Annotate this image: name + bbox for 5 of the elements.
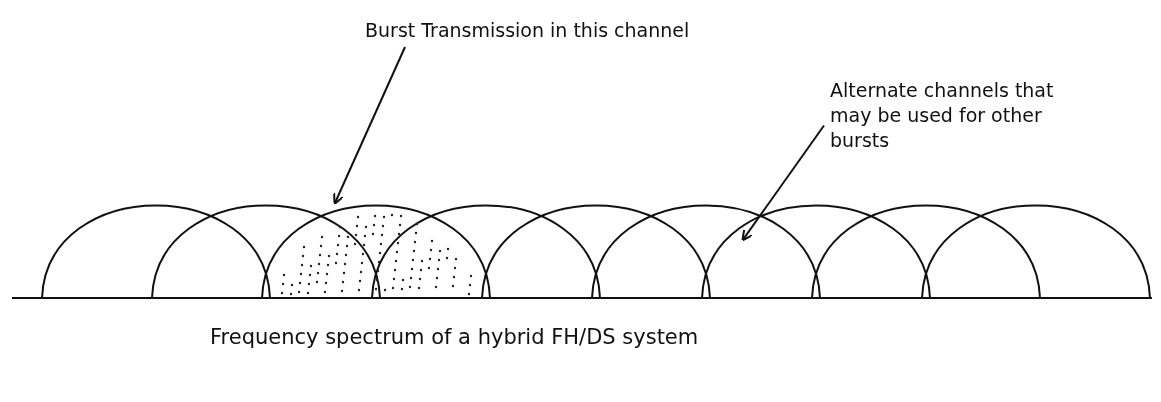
- callout-text: Alternate channels that may be used for other bursts: [830, 78, 1055, 153]
- callout-text: Burst Transmission in this channel: [365, 18, 691, 43]
- leader-arrow: [741, 124, 825, 242]
- leader-arrow: [333, 46, 406, 205]
- caption: Frequency spectrum of a hybrid FH/DS system: [210, 325, 700, 350]
